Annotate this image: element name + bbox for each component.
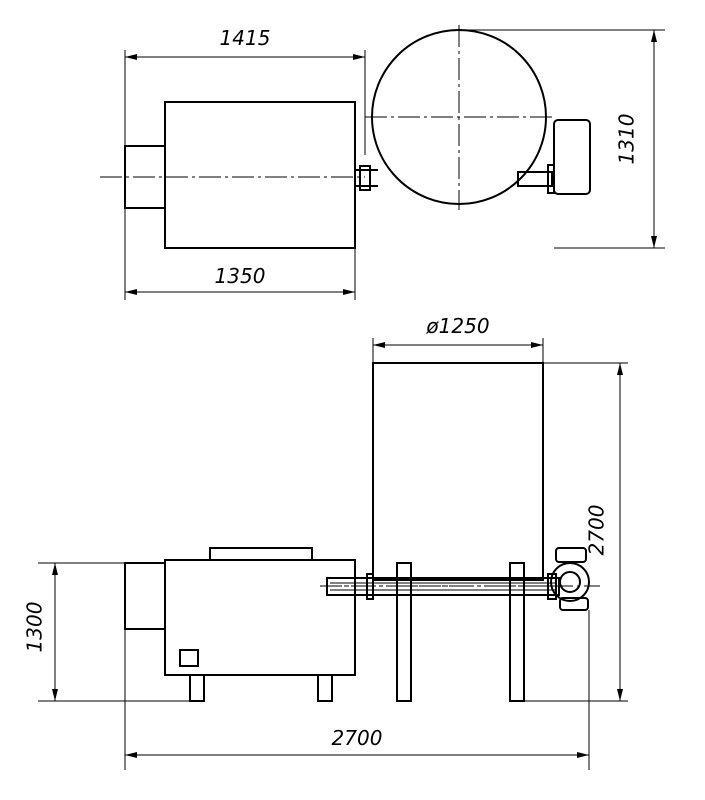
dim-1415-label: 1415 (220, 26, 271, 50)
side-motor-hub (559, 571, 581, 593)
dim-2700v-label: 2700 (585, 505, 609, 556)
top-flange (359, 165, 371, 191)
side-top-cover (209, 547, 313, 561)
side-stand-post-right (509, 562, 525, 702)
side-leg-right (317, 674, 333, 702)
side-boiler-body (164, 559, 356, 676)
side-hopper (372, 362, 544, 581)
top-motor (553, 119, 591, 195)
dim-d1250-label: ø1250 (425, 314, 489, 338)
side-motor-top (555, 547, 587, 563)
side-burner-box (124, 562, 166, 630)
side-leg-left (189, 674, 205, 702)
dim-2700h-label: 2700 (332, 726, 383, 750)
dim-1350-label: 1350 (215, 264, 266, 288)
side-stand-post-left (396, 562, 412, 702)
top-view: 1415 1350 1310 (100, 25, 665, 300)
dim-1310-label: 1310 (615, 114, 639, 165)
top-motor-shaft (517, 171, 553, 187)
top-boiler-body (164, 101, 356, 249)
side-view: ø1250 2700 1300 2700 (23, 314, 628, 770)
side-control-panel (179, 649, 199, 667)
dim-1300-label: 1300 (23, 602, 47, 653)
side-motor-bottom (559, 597, 589, 611)
